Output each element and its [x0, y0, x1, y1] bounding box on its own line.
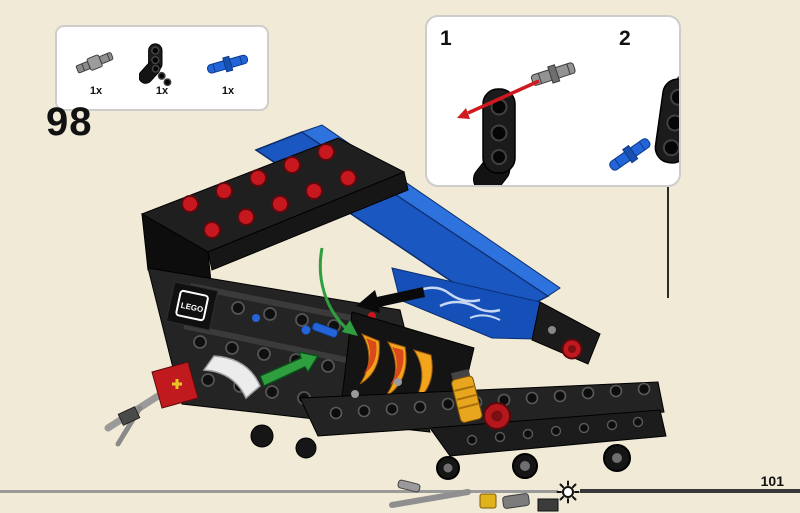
parts-list-panel: 1x 1x 1x [55, 25, 269, 111]
red-connector [151, 361, 199, 409]
step-number: 98 [46, 100, 93, 144]
grey-axle [115, 405, 143, 447]
green-insert-arrow [259, 350, 320, 388]
part-count: 1x [155, 85, 169, 97]
progress-bar-dark [580, 489, 800, 493]
red-pin-dot [368, 312, 376, 320]
blue-body-flame-decal [391, 267, 580, 341]
lego-logo-brick: LEGO [165, 281, 219, 331]
grey-axle-pin-icon [530, 62, 576, 86]
substep-2-art [609, 58, 679, 171]
chassis: LEGO [147, 267, 431, 433]
rear-tip [531, 301, 601, 365]
red-taillight [561, 338, 583, 360]
lego-logo-text: LEGO [180, 301, 204, 315]
part-item: 1x [73, 41, 119, 97]
substep-1-number: 1 [440, 27, 452, 50]
blue-pin-icon [609, 138, 651, 171]
rail2-holes [466, 416, 644, 446]
part-item: 1x [139, 41, 185, 97]
rear-hardware [250, 368, 631, 480]
technic-holes [193, 295, 373, 417]
rail-holes [329, 382, 651, 420]
red-insert-arrow [467, 79, 540, 115]
part-item: 1x [205, 41, 251, 97]
small-wheel [603, 444, 631, 472]
yellow-shock-absorber [451, 368, 483, 423]
substep-illustrations [457, 58, 679, 185]
bent-beam-3x3-black-icon [139, 43, 172, 87]
long-pin-blue-icon [206, 54, 249, 74]
flame-side-panel [341, 311, 475, 433]
green-arrows [259, 247, 358, 388]
spoiler-deck [140, 137, 409, 313]
white-mudguard [202, 355, 261, 400]
sun-progress-icon [556, 480, 580, 504]
black-insert-arrow [356, 287, 425, 313]
small-wheel [250, 424, 274, 448]
red-wheel [483, 402, 511, 430]
yellow-axle-hole [172, 379, 182, 389]
blue-axle [311, 322, 339, 338]
grey-axle [104, 392, 162, 432]
progress-bar-light [0, 490, 558, 493]
blue-pin-dot [301, 325, 311, 335]
substep-1-art [457, 62, 576, 185]
substep-callout-panel: 1 2 [425, 15, 681, 187]
substep-2-number: 2 [619, 27, 631, 50]
small-wheel [436, 456, 460, 480]
axle-pin-connector-grey-icon [75, 52, 114, 74]
page-number: 101 [760, 473, 784, 489]
small-wheel [512, 453, 538, 479]
lower-frame [299, 381, 667, 457]
front-left-assembly [104, 355, 402, 447]
red-studs [181, 143, 357, 239]
blue-pin-dot [252, 314, 260, 322]
part-count: 1x [89, 85, 103, 97]
small-wheel [295, 437, 317, 459]
green-guide-arrow [318, 247, 350, 332]
part-count: 1x [221, 85, 235, 97]
